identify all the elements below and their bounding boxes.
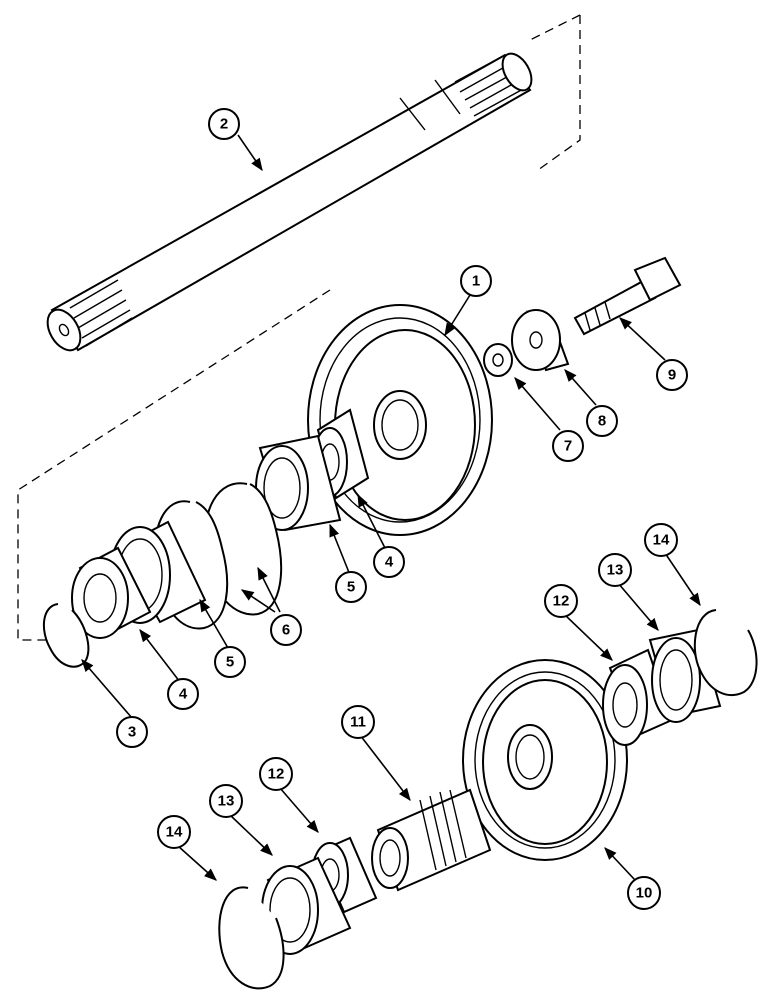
callout-14-lower: 14 <box>157 815 191 849</box>
callout-label: 14 <box>166 824 183 841</box>
callout-8: 8 <box>586 405 618 437</box>
callout-label: 8 <box>598 413 606 430</box>
callout-label: 7 <box>564 438 572 455</box>
lower-gear <box>462 659 628 861</box>
callout-label: 2 <box>220 116 228 133</box>
callout-7: 7 <box>552 430 584 462</box>
lower-bearing-cone <box>71 546 152 639</box>
callout-label: 13 <box>607 562 624 579</box>
callout-13-upper: 13 <box>598 553 632 587</box>
thick-washer-8 <box>511 309 570 372</box>
callout-label: 5 <box>347 579 355 596</box>
callout-12-lower: 12 <box>259 757 293 791</box>
callout-2: 2 <box>208 108 240 140</box>
callout-label: 6 <box>282 622 290 639</box>
callout-11: 11 <box>341 705 375 739</box>
callout-1: 1 <box>460 265 492 297</box>
callout-13-lower: 13 <box>209 784 243 818</box>
callout-label: 11 <box>350 714 366 731</box>
callout-12-upper: 12 <box>544 584 578 618</box>
bolt-9 <box>573 256 682 336</box>
snap-ring-left <box>218 886 285 990</box>
leader-lines <box>81 134 701 881</box>
snap-ring-right <box>693 609 758 697</box>
washer-7 <box>483 343 513 377</box>
callout-6: 6 <box>270 614 302 646</box>
callout-label: 1 <box>472 273 480 290</box>
callout-label: 13 <box>218 793 235 810</box>
main-shaft <box>46 52 533 352</box>
callout-label: 12 <box>553 593 570 610</box>
callout-4-upper: 4 <box>373 546 405 578</box>
splined-hub-11 <box>371 788 492 892</box>
callout-label: 12 <box>268 766 285 783</box>
callout-4-lower: 4 <box>167 678 199 710</box>
callout-label: 9 <box>668 367 676 384</box>
callout-label: 5 <box>226 654 234 671</box>
callout-5-lower: 5 <box>214 646 246 678</box>
callout-14-upper: 14 <box>644 523 678 557</box>
callout-label: 4 <box>385 554 394 571</box>
callout-9: 9 <box>656 359 688 391</box>
callout-10: 10 <box>627 876 661 910</box>
callout-label: 14 <box>653 532 670 549</box>
callout-label: 10 <box>636 885 653 902</box>
callout-label: 4 <box>179 686 188 703</box>
callout-label: 3 <box>128 724 136 741</box>
callout-3: 3 <box>116 716 148 748</box>
callout-5-upper: 5 <box>335 571 367 603</box>
snap-ring-3 <box>42 603 90 668</box>
dashed-assembly-outline <box>17 14 581 641</box>
